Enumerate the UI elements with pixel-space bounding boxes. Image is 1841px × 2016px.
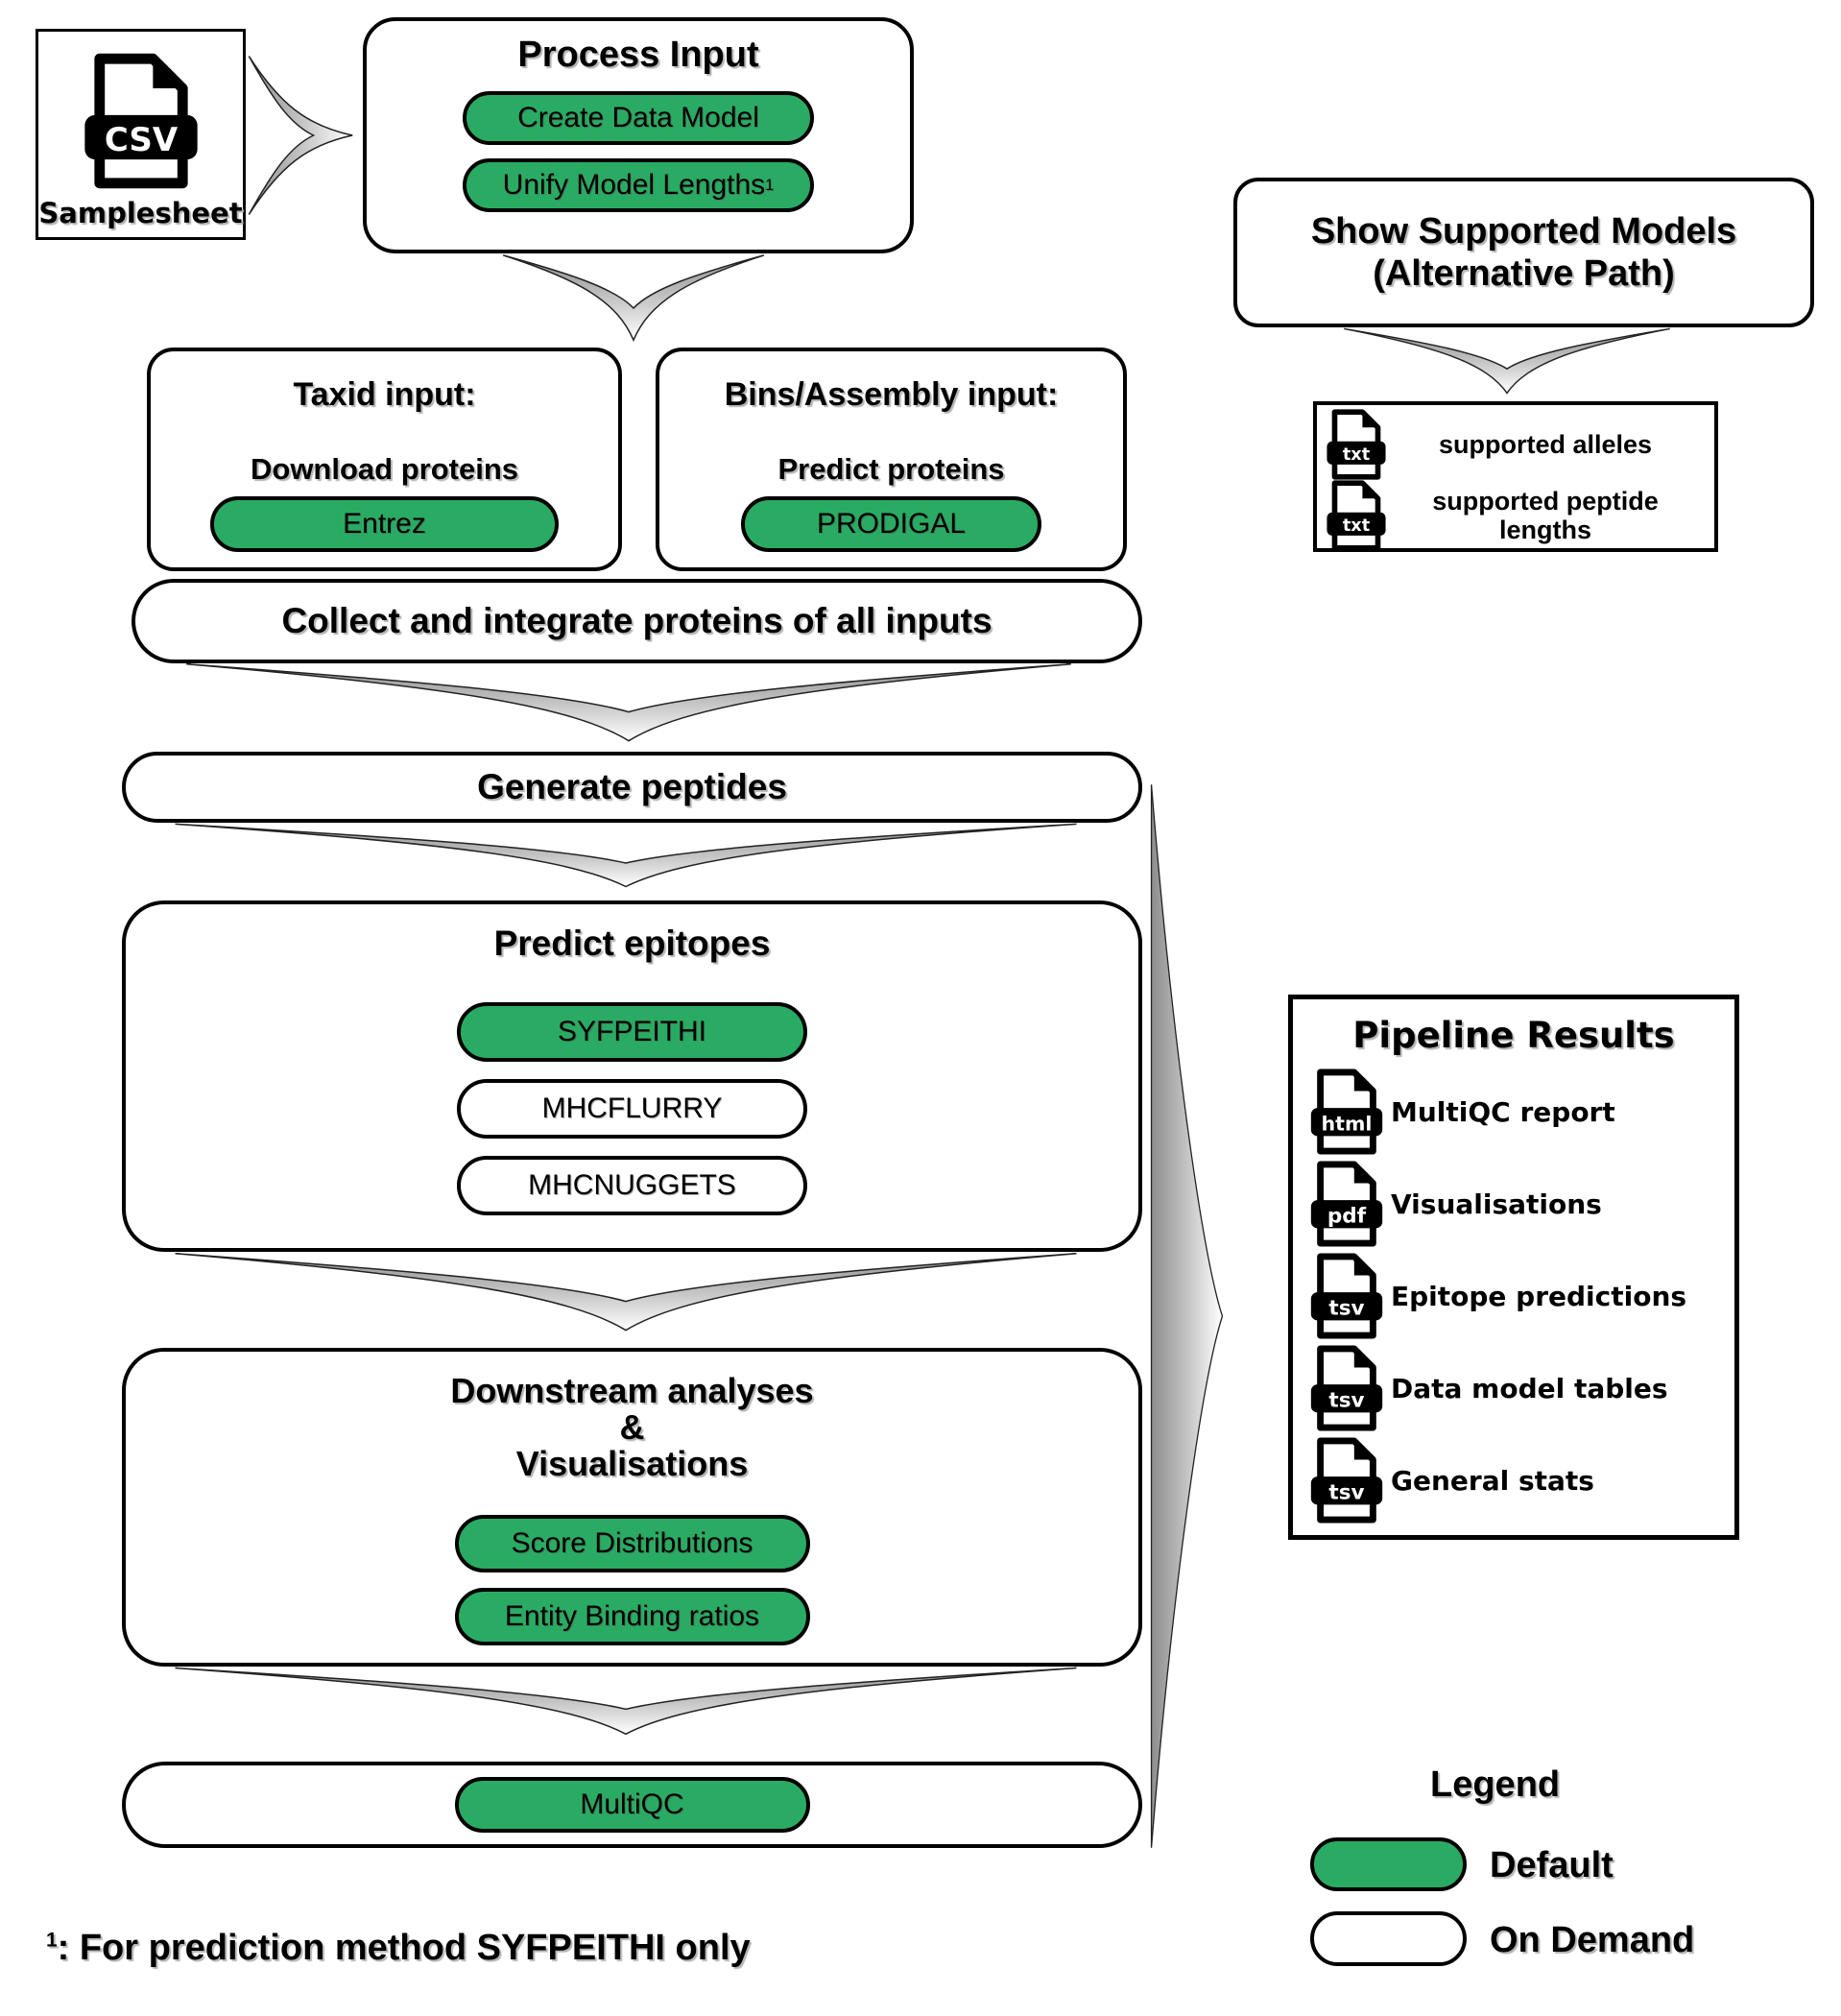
txt-file-icon: txt [1327, 409, 1386, 480]
step-unify-model-lengths-label: Unify Model Lengths [502, 169, 766, 201]
flow-arrow-right-results [1150, 782, 1224, 1850]
svg-text:tsv: tsv [1328, 1481, 1364, 1505]
bins-assembly-input-box: Bins/Assembly input: Predict proteins PR… [656, 348, 1127, 571]
tool-entrez: Entrez [210, 496, 559, 552]
taxid-input-box: Taxid input: Download proteins Entrez [147, 348, 622, 571]
tsv-file-icon: tsv [1310, 1437, 1383, 1524]
step-create-data-model: Create Data Model [463, 91, 814, 145]
bins-assembly-title: Bins/Assembly input: [724, 376, 1059, 413]
supported-file-row: txt supported alleles [1327, 409, 1705, 480]
flow-arrow-down-5 [161, 1667, 1090, 1738]
downstream-analyses-box: Downstream analyses & Visualisations Sco… [122, 1348, 1142, 1667]
csv-file-type: CSV [104, 121, 178, 159]
tool-multiqc: MultiQC [454, 1777, 810, 1833]
svg-text:pdf: pdf [1327, 1205, 1367, 1229]
show-supported-models-box: Show Supported Models (Alternative Path) [1233, 178, 1814, 327]
supported-alleles-label: supported alleles [1438, 429, 1653, 459]
result-row-visualisations: pdf Visualisations [1310, 1158, 1734, 1250]
downstream-title-line2: & [619, 1407, 645, 1447]
predict-epitopes-box: Predict epitopes SYFPEITHI MHCFLURRY MHC… [122, 900, 1142, 1252]
txt-file-icon: txt [1327, 480, 1386, 551]
csv-file-fold [152, 59, 182, 89]
tool-prodigal-label: PRODIGAL [816, 508, 967, 540]
legend-on-demand-label: On Demand [1490, 1920, 1695, 1960]
csv-file-icon: CSV [84, 53, 198, 189]
multiqc-step-outer: MultiQC [122, 1762, 1142, 1848]
tool-entrez-label: Entrez [343, 508, 426, 540]
process-input-box: Process Input Create Data Model Unify Mo… [363, 17, 914, 253]
result-row-multiqc-report: html MultiQC report [1310, 1066, 1734, 1158]
pipeline-results-box: Pipeline Results html MultiQC report pdf [1288, 995, 1739, 1540]
step-create-data-model-label: Create Data Model [517, 102, 759, 133]
csv-file-band [84, 114, 198, 160]
flow-arrow-down-1 [499, 253, 768, 345]
tool-multiqc-label: MultiQC [580, 1788, 684, 1820]
result-label: Data model tables [1391, 1372, 1668, 1404]
taxid-input-subtitle: Download proteins [251, 452, 518, 486]
svg-text:txt: txt [1343, 445, 1371, 465]
result-row-data-model-tables: tsv Data model tables [1310, 1342, 1734, 1434]
tool-mhcflurry: MHCFLURRY [457, 1079, 807, 1139]
footnote-sup: 1 [46, 1929, 58, 1952]
result-label: MultiQC report [1391, 1095, 1615, 1128]
result-label: Epitope predictions [1391, 1280, 1687, 1312]
svg-text:tsv: tsv [1328, 1389, 1364, 1413]
process-input-title: Process Input [517, 35, 759, 75]
supported-models-title-line2: (Alternative Path) [1373, 253, 1675, 294]
tool-syfpeithi-label: SYFPEITHI [557, 1016, 707, 1047]
tool-score-distributions: Score Distributions [454, 1515, 810, 1572]
downstream-title-line3: Visualisations [515, 1444, 749, 1483]
legend-title: Legend [1430, 1764, 1561, 1805]
arrow-right-samplesheet [247, 54, 358, 217]
pdf-file-icon: pdf [1310, 1161, 1383, 1247]
collect-integrate-label: Collect and integrate proteins of all in… [281, 601, 992, 640]
generate-peptides-label: Generate peptides [477, 767, 787, 806]
tool-syfpeithi: SYFPEITHI [457, 1002, 807, 1062]
tool-mhcnuggets-label: MHCNUGGETS [528, 1169, 736, 1201]
supported-file-row: txt supported peptide lengths [1327, 480, 1705, 551]
tsv-file-icon: tsv [1310, 1345, 1383, 1431]
svg-text:txt: txt [1343, 516, 1371, 536]
pipeline-results-title: Pipeline Results [1352, 1015, 1675, 1056]
samplesheet-label: Samplesheet [38, 197, 243, 229]
flow-arrow-down-supported [1339, 327, 1675, 396]
legend-default-label: Default [1490, 1845, 1614, 1885]
generate-peptides-step: Generate peptides [122, 752, 1142, 823]
tsv-file-icon: tsv [1310, 1253, 1383, 1339]
samplesheet-box: CSV Samplesheet [36, 29, 246, 240]
flow-arrow-down-4 [161, 1252, 1090, 1334]
tool-score-distributions-label: Score Distributions [511, 1527, 753, 1559]
taxid-input-title: Taxid input: [293, 376, 476, 413]
collect-integrate-step: Collect and integrate proteins of all in… [132, 579, 1142, 663]
svg-text:html: html [1322, 1113, 1373, 1136]
tool-prodigal: PRODIGAL [741, 496, 1041, 552]
tool-mhcflurry-label: MHCFLURRY [541, 1092, 723, 1124]
result-row-epitope-predictions: tsv Epitope predictions [1310, 1250, 1734, 1342]
tool-entity-binding-ratios: Entity Binding ratios [454, 1588, 810, 1645]
pipeline-results-list: html MultiQC report pdf Visualisations [1310, 1066, 1734, 1526]
html-file-icon: html [1310, 1068, 1383, 1155]
bins-assembly-subtitle: Predict proteins [777, 452, 1005, 486]
downstream-title-line1: Downstream analyses [450, 1371, 814, 1410]
supported-models-title-line1: Show Supported Models [1310, 211, 1737, 252]
result-label: Visualisations [1391, 1188, 1602, 1220]
legend-default-swatch [1310, 1837, 1467, 1891]
tool-mhcnuggets: MHCNUGGETS [457, 1156, 807, 1215]
footnote-text: : For prediction method SYFPEITHI only [57, 1928, 751, 1968]
result-row-general-stats: tsv General stats [1310, 1434, 1734, 1526]
flow-arrow-down-3 [161, 823, 1090, 890]
footnote: 1: For prediction method SYFPEITHI only [46, 1928, 751, 1969]
predict-epitopes-title: Predict epitopes [493, 924, 771, 963]
svg-text:tsv: tsv [1328, 1297, 1364, 1321]
legend-on-demand-swatch [1310, 1911, 1467, 1966]
supported-peptide-lengths-label: supported peptide lengths [1432, 487, 1659, 544]
result-label: General stats [1391, 1464, 1594, 1497]
tool-entity-binding-ratios-label: Entity Binding ratios [504, 1600, 760, 1632]
flow-arrow-down-2 [173, 662, 1085, 745]
supported-files-box: txt supported alleles txt supported pept… [1313, 401, 1718, 552]
